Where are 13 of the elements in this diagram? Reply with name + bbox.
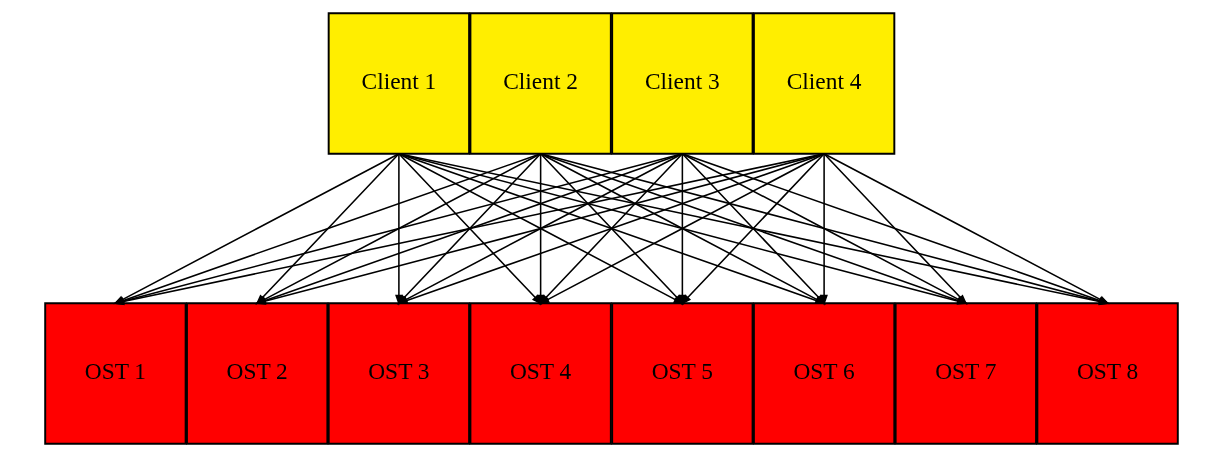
node-box: OST 7 (894, 302, 1037, 445)
arrow (819, 152, 828, 306)
node-box: OST 8 (1035, 302, 1179, 445)
node-box: OST 6 (752, 302, 895, 445)
node-box: OST 4 (468, 302, 612, 445)
node-box: OST 2 (185, 302, 328, 445)
node-box: Client 3 (610, 12, 754, 155)
node-box: OST 5 (610, 302, 754, 445)
node-box: Client 2 (468, 12, 612, 155)
node-box: Client 4 (752, 12, 895, 155)
node-box: OST 3 (327, 302, 470, 445)
node-box: OST 1 (43, 302, 187, 445)
node-box: Client 1 (327, 12, 470, 155)
